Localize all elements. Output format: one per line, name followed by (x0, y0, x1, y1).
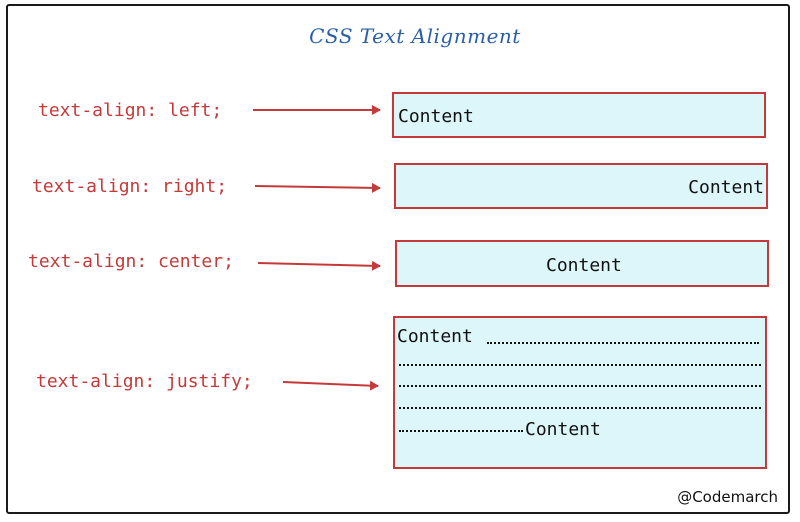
box-left-content: Content (398, 106, 474, 127)
justify-dots-line-2 (399, 364, 761, 366)
justify-dots-line-4 (399, 407, 761, 409)
box-justify: Content Content (393, 316, 767, 469)
diagram-title: CSS Text Alignment (309, 24, 521, 48)
box-center: Content (395, 240, 769, 287)
box-left: Content (392, 92, 766, 138)
diagram-frame (6, 4, 790, 514)
label-text-align-center: text-align: center; (28, 251, 234, 272)
justify-dots-line-1 (487, 342, 759, 344)
box-center-content: Content (546, 255, 622, 276)
label-text-align-right: text-align: right; (32, 176, 228, 197)
justify-dots-line-3 (399, 385, 761, 387)
label-text-align-justify: text-align: justify; (36, 371, 253, 392)
credit-handle: @Codemarch (677, 488, 778, 506)
box-justify-content-start: Content (397, 326, 473, 347)
box-right-content: Content (688, 177, 764, 198)
box-justify-content-end: Content (525, 419, 601, 440)
arrow-justify (282, 380, 379, 391)
arrow-right (254, 182, 381, 193)
label-text-align-left: text-align: left; (38, 100, 223, 121)
justify-dots-line-5 (399, 430, 523, 432)
arrow-center (257, 260, 381, 271)
box-right: Content (394, 163, 768, 209)
